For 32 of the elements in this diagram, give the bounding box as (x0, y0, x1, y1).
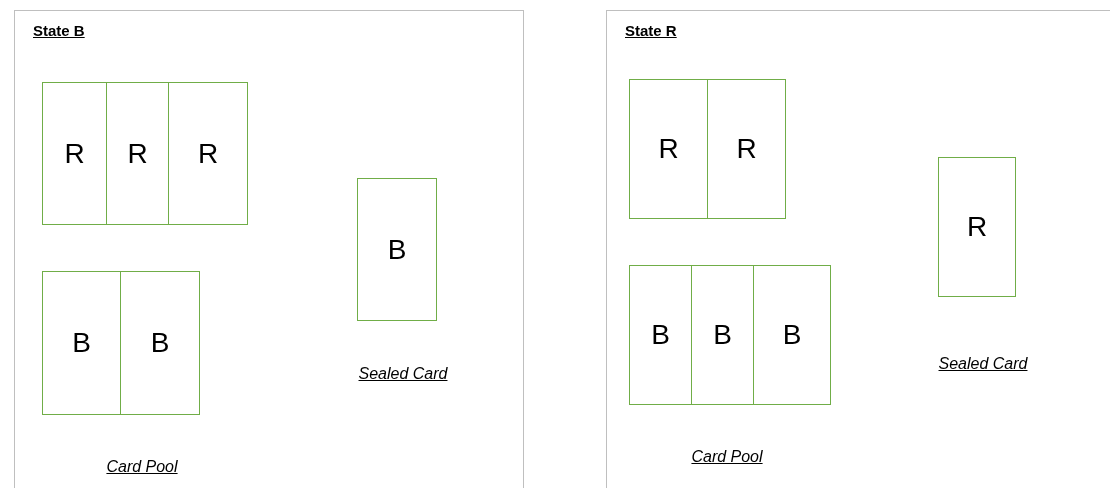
card-letter: R (966, 213, 988, 241)
card (168, 82, 248, 225)
panel-title: State B (33, 21, 85, 41)
card-letter: R (64, 139, 85, 168)
state-panel (606, 10, 1110, 488)
pool-caption: Card Pool (691, 447, 763, 467)
card-letter: B (782, 321, 802, 349)
card (691, 265, 754, 405)
state-panel (14, 10, 524, 488)
card (42, 82, 107, 225)
card (42, 271, 121, 415)
card (707, 79, 786, 219)
card (106, 82, 169, 225)
card-letter: B (150, 329, 170, 357)
panel-title: State R (625, 21, 677, 41)
card (938, 157, 1016, 297)
card-caption: Sealed Card (358, 364, 448, 384)
card-letter: B (72, 329, 91, 357)
card-letter: R (658, 135, 679, 163)
card-letter: B (651, 321, 670, 349)
card (357, 178, 437, 321)
card-letter: R (197, 139, 219, 168)
card-letter: R (127, 139, 148, 168)
card-caption: Sealed Card (938, 354, 1028, 374)
card-letter: B (387, 235, 407, 264)
card (629, 79, 708, 219)
pool-caption: Card Pool (106, 457, 178, 477)
card (120, 271, 200, 415)
card-letter: R (736, 135, 757, 163)
card (753, 265, 831, 405)
card (629, 265, 692, 405)
card-letter: B (713, 321, 732, 349)
